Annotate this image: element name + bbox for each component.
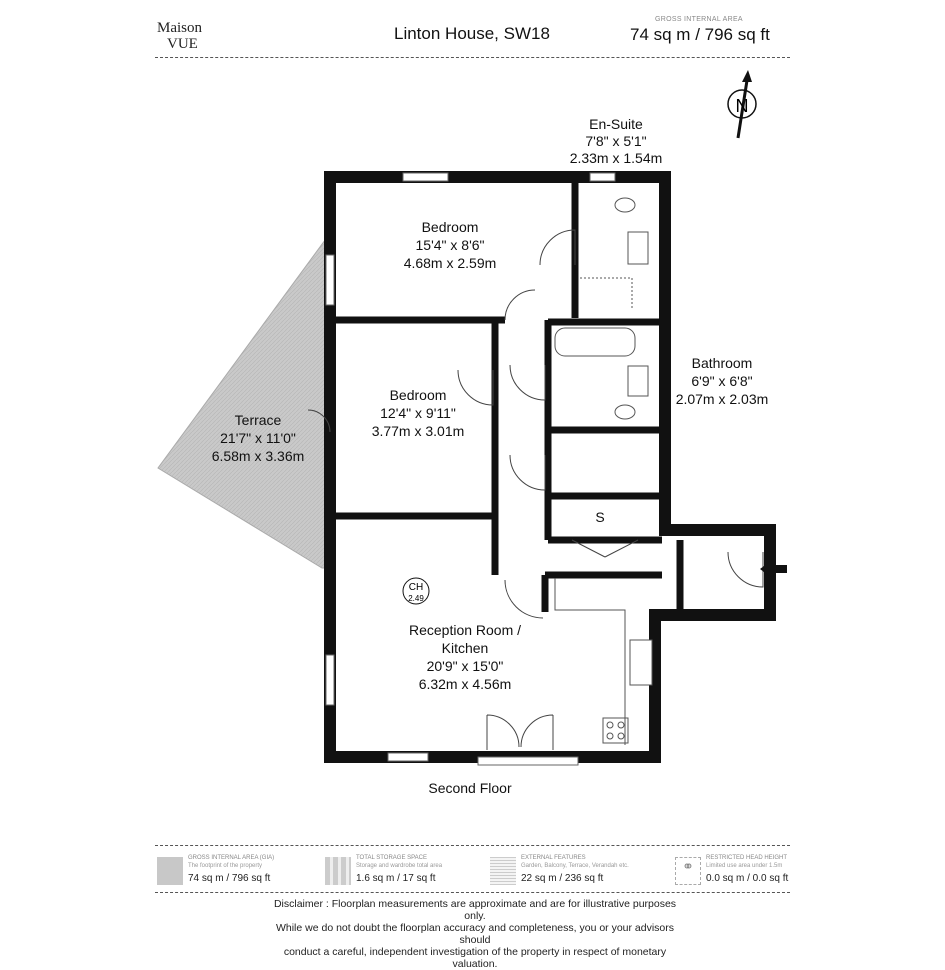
disclaimer-line: conduct a careful, independent investiga…: [283, 946, 667, 970]
north-compass-icon: N: [727, 70, 757, 139]
logo-line-2: VUE: [167, 36, 198, 52]
person-height-icon: ⚭: [675, 857, 701, 885]
legend-sub: Garden, Balcony, Terrace, Verandah etc.: [521, 863, 629, 869]
legend-top-divider: [155, 845, 790, 846]
windows: [325, 172, 616, 766]
interior-walls: [336, 180, 684, 615]
bedroom2-name: Bedroom: [390, 387, 447, 403]
legend-value: 1.6 sq m / 17 sq ft: [356, 873, 436, 884]
disclaimer-line: While we do not doubt the floorplan accu…: [275, 922, 675, 946]
legend-sub: Limited use area under 1.5m: [706, 863, 783, 869]
legend-value: 74 sq m / 796 sq ft: [188, 873, 271, 884]
ensuite-toilet: [614, 197, 636, 213]
reception-metric: 6.32m x 4.56m: [419, 676, 512, 692]
bedroom2-imperial: 12'4" x 9'11": [380, 405, 456, 421]
fixtures: [554, 197, 653, 745]
kitchen-counter: [554, 578, 626, 745]
header-divider: [155, 57, 790, 58]
terrace-imperial: 21'7" x 11'0": [220, 430, 296, 446]
floorplan: N CH 2.49 En-Suite 7'8" x 5'1" 2.33m x 1…: [157, 70, 787, 796]
legend-heading: RESTRICTED HEAD HEIGHT: [706, 855, 788, 861]
ensuite-metric: 2.33m x 1.54m: [570, 150, 663, 166]
legend-heading: TOTAL STORAGE SPACE: [356, 855, 428, 861]
maison-vue-logo: Maison VUE: [157, 20, 202, 52]
compass-label: N: [736, 96, 749, 116]
ceiling-height-value: 2.49: [408, 594, 424, 603]
ensuite-name: En-Suite: [589, 116, 643, 132]
doors: [307, 229, 764, 750]
storage-name: S: [595, 509, 604, 525]
legend-value: 22 sq m / 236 sq ft: [521, 873, 604, 884]
storage-swatch-icon: [325, 857, 351, 885]
floor-label: Second Floor: [428, 780, 512, 796]
shower: [580, 277, 633, 310]
bedroom1-name: Bedroom: [422, 219, 479, 235]
disclaimer: Disclaimer : Floorplan measurements are …: [270, 898, 680, 970]
ceiling-height-label: CH: [409, 582, 423, 593]
reception-imperial: 20'9" x 15'0": [427, 658, 504, 674]
bathroom-basin: [627, 365, 649, 397]
external-swatch-icon: [490, 857, 516, 885]
ensuite-basin: [627, 231, 649, 265]
reception-name-1: Reception Room /: [409, 622, 521, 638]
property-title: Linton House, SW18: [394, 24, 550, 43]
bedroom1-metric: 4.68m x 2.59m: [404, 255, 497, 271]
kitchen-sink: [629, 639, 653, 686]
terrace-area: [157, 234, 329, 569]
legend-sub: Storage and wardrobe total area: [356, 863, 443, 869]
bedroom1-imperial: 15'4" x 8'6": [416, 237, 485, 253]
bathtub: [554, 327, 636, 357]
reception-name-2: Kitchen: [442, 640, 489, 656]
bathroom-imperial: 6'9" x 6'8": [691, 373, 752, 389]
ensuite-imperial: 7'8" x 5'1": [585, 133, 646, 149]
gia-value: 74 sq m / 796 sq ft: [630, 25, 770, 44]
legend-heading: GROSS INTERNAL AREA (GIA): [188, 855, 275, 861]
legend-value: 0.0 sq m / 0.0 sq ft: [706, 873, 789, 884]
gia-swatch-icon: [157, 857, 183, 885]
gia-label: GROSS INTERNAL AREA: [655, 16, 743, 23]
bedroom2-metric: 3.77m x 3.01m: [372, 423, 465, 439]
logo-line-1: Maison: [157, 20, 202, 36]
legend-bottom-divider: [155, 892, 790, 893]
bathroom-metric: 2.07m x 2.03m: [676, 391, 769, 407]
legend-sub: The footprint of the property: [188, 863, 263, 869]
disclaimer-line: Disclaimer : Floorplan measurements are …: [273, 898, 677, 922]
terrace-metric: 6.58m x 3.36m: [212, 448, 305, 464]
bathroom-name: Bathroom: [692, 355, 753, 371]
legend-heading: EXTERNAL FEATURES: [521, 855, 586, 861]
hob: [602, 717, 629, 744]
bathroom-toilet: [614, 404, 636, 420]
terrace-name: Terrace: [235, 412, 282, 428]
entrance-arrow-icon: [760, 560, 787, 578]
